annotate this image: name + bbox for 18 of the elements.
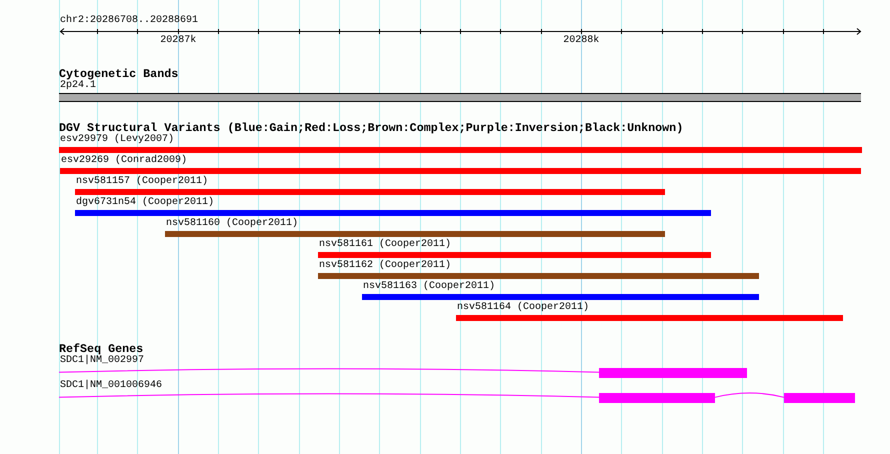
gene-label: SDC1|NM_001006946 xyxy=(60,380,162,392)
track-title: RefSeq Genes xyxy=(59,342,144,356)
variant-label: nsv581157 (Cooper2011) xyxy=(76,176,208,188)
tick-label: 20287k xyxy=(160,35,196,47)
gene-label: SDC1|NM_002997 xyxy=(60,355,144,367)
variant-label: nsv581164 (Cooper2011) xyxy=(457,302,590,314)
variant-label: esv29979 (Levy2007) xyxy=(60,134,174,146)
track-title: DGV Structural Variants (Blue:Gain;Red:Loss;Brown:Complex;Purple:Inversion;Black:Unknown) xyxy=(59,121,684,135)
variant-label: nsv581160 (Cooper2011) xyxy=(166,218,298,230)
region-coordinates: chr2:20286708..20288691 xyxy=(60,15,198,27)
track-title: Cytogenetic Bands xyxy=(59,67,178,81)
tick-label: 20288k xyxy=(563,35,600,47)
variant-label: esv29269 (Conrad2009) xyxy=(61,155,188,167)
variant-label: dgv6731n54 (Cooper2011) xyxy=(76,197,214,209)
variant-label: nsv581163 (Cooper2011) xyxy=(363,281,496,293)
variant-label: nsv581162 (Cooper2011) xyxy=(319,260,452,272)
band-label: 2p24.1 xyxy=(60,80,96,92)
variant-label: nsv581161 (Cooper2011) xyxy=(319,239,452,251)
